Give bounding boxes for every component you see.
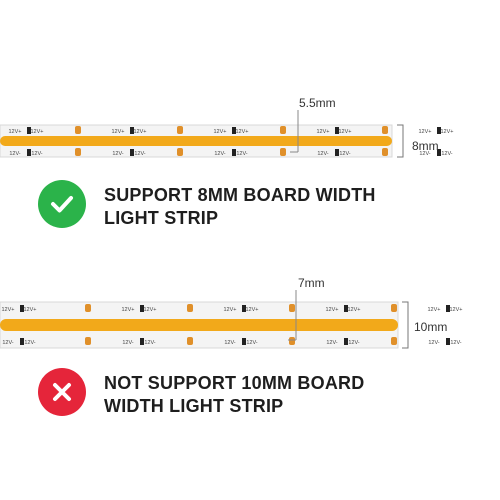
pad-label: 12V- bbox=[112, 151, 123, 157]
gap-label-5-5mm: 5.5mm bbox=[299, 96, 336, 110]
pad-label: 12V- bbox=[122, 340, 133, 346]
solder-pad bbox=[75, 148, 81, 156]
solder-pad bbox=[85, 304, 91, 312]
width-label-10mm: 10mm bbox=[414, 320, 448, 334]
pad-label: 12V- bbox=[214, 151, 225, 157]
pad-label: 12V- bbox=[9, 151, 20, 157]
pad-label: 12V- bbox=[441, 151, 452, 157]
pad-label: 12V+ bbox=[134, 129, 147, 135]
cross-circle-icon bbox=[38, 368, 86, 416]
pad-label: 12V- bbox=[144, 340, 155, 346]
resistor-chip bbox=[242, 305, 246, 312]
pad-label: 12V- bbox=[31, 151, 42, 157]
resistor-chip bbox=[232, 127, 236, 134]
width-label-8mm: 8mm bbox=[412, 139, 439, 153]
resistor-chip bbox=[130, 149, 134, 156]
pad-label: 12V- bbox=[348, 340, 359, 346]
support-message: SUPPORT 8MM BOARD WIDTH LIGHT STRIP bbox=[104, 184, 434, 230]
solder-pad bbox=[280, 148, 286, 156]
solder-pad bbox=[280, 126, 286, 134]
pad-label: 12V+ bbox=[122, 307, 135, 313]
pad-label: 12V- bbox=[134, 151, 145, 157]
resistor-chip bbox=[446, 338, 450, 345]
solder-pad bbox=[391, 337, 397, 345]
solder-pad bbox=[85, 337, 91, 345]
not-support-message: NOT SUPPORT 10MM BOARD WIDTH LIGHT STRIP bbox=[104, 372, 434, 418]
check-mark-icon bbox=[51, 196, 73, 213]
pad-label: 12V+ bbox=[419, 129, 432, 135]
resistor-chip bbox=[140, 305, 144, 312]
not-support-message-line1: NOT SUPPORT 10MM BOARD bbox=[104, 373, 365, 393]
resistor-chip bbox=[27, 149, 31, 156]
gap-label-7mm: 7mm bbox=[298, 276, 325, 290]
solder-pad bbox=[382, 126, 388, 134]
pad-label: 12V- bbox=[24, 340, 35, 346]
resistor-chip bbox=[27, 127, 31, 134]
resistor-chip bbox=[335, 149, 339, 156]
solder-pad bbox=[289, 337, 295, 345]
support-message-line2: LIGHT STRIP bbox=[104, 208, 219, 228]
pad-label: 12V- bbox=[428, 340, 439, 346]
resistor-chip bbox=[344, 305, 348, 312]
pad-label: 12V+ bbox=[246, 307, 259, 313]
resistor-chip bbox=[130, 127, 134, 134]
pad-label: 12V- bbox=[224, 340, 235, 346]
resistor-chip bbox=[335, 127, 339, 134]
pad-label: 12V+ bbox=[326, 307, 339, 313]
resistor-chip bbox=[140, 338, 144, 345]
width-bracket bbox=[397, 124, 404, 158]
pad-label: 12V+ bbox=[214, 129, 227, 135]
pad-label: 12V+ bbox=[9, 129, 22, 135]
solder-pad bbox=[177, 148, 183, 156]
pad-label: 12V- bbox=[326, 340, 337, 346]
resistor-chip bbox=[437, 127, 441, 134]
solder-pad bbox=[187, 337, 193, 345]
pad-label: 12V+ bbox=[31, 129, 44, 135]
led-strip-8mm: 12V+ 12V+ 12V- 12V- 12V+ 12V+ 12V- 12V- 12V+ 12V+… bbox=[0, 110, 454, 158]
pad-label: 12V+ bbox=[236, 129, 249, 135]
not-support-message-line2: WIDTH LIGHT STRIP bbox=[104, 396, 284, 416]
pad-label: 12V+ bbox=[224, 307, 237, 313]
pad-label: 12V+ bbox=[112, 129, 125, 135]
cross-mark-icon bbox=[53, 383, 71, 401]
resistor-chip bbox=[344, 338, 348, 345]
resistor-chip bbox=[232, 149, 236, 156]
resistor-chip bbox=[20, 305, 24, 312]
pad-label: 12V+ bbox=[144, 307, 157, 313]
pad-label: 12V- bbox=[317, 151, 328, 157]
pad-label: 12V+ bbox=[24, 307, 37, 313]
resistor-chip bbox=[446, 305, 450, 312]
pad-label: 12V+ bbox=[428, 307, 441, 313]
pad-label: 12V+ bbox=[2, 307, 15, 313]
pad-label: 12V- bbox=[419, 151, 430, 157]
solder-pad bbox=[382, 148, 388, 156]
width-bracket bbox=[402, 301, 409, 349]
pad-label: 12V- bbox=[236, 151, 247, 157]
pad-label: 12V- bbox=[339, 151, 350, 157]
solder-pad bbox=[187, 304, 193, 312]
pad-label: 12V+ bbox=[317, 129, 330, 135]
resistor-chip bbox=[242, 338, 246, 345]
resistor-chip bbox=[20, 338, 24, 345]
pad-label: 12V- bbox=[246, 340, 257, 346]
support-message-line1: SUPPORT 8MM BOARD WIDTH bbox=[104, 185, 376, 205]
resistor-chip bbox=[437, 149, 441, 156]
pad-label: 12V- bbox=[2, 340, 13, 346]
check-circle-icon bbox=[38, 180, 86, 228]
led-strip-10mm: 12V+ 12V+ 12V- 12V- 12V+ 12V+ 12V- 12V- 12V+ 12V+… bbox=[0, 290, 463, 349]
pad-label: 12V+ bbox=[348, 307, 361, 313]
solder-pad bbox=[75, 126, 81, 134]
strip-led-band bbox=[0, 136, 392, 146]
pad-label: 12V- bbox=[450, 340, 461, 346]
solder-pad bbox=[289, 304, 295, 312]
strip-led-band bbox=[0, 319, 398, 331]
pad-label: 12V+ bbox=[339, 129, 352, 135]
solder-pad bbox=[177, 126, 183, 134]
solder-pad bbox=[391, 304, 397, 312]
pad-label: 12V+ bbox=[441, 129, 454, 135]
pad-label: 12V+ bbox=[450, 307, 463, 313]
